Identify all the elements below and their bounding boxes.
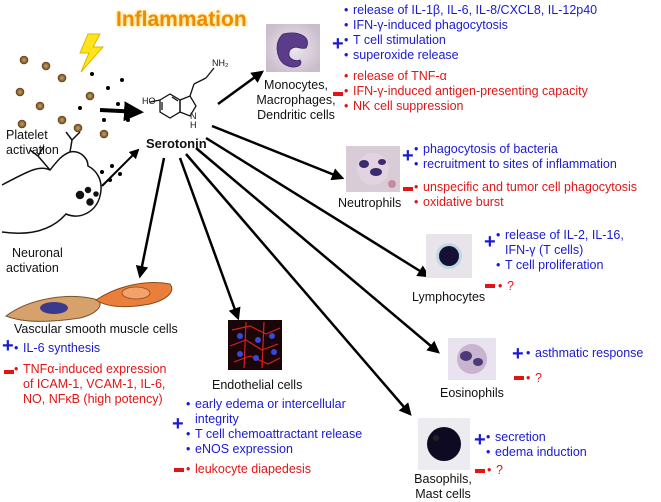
lymphocytes-negative: •? xyxy=(498,279,514,293)
vsmc-plus: + xyxy=(2,335,14,357)
neuronal-label: Neuronal activation xyxy=(6,246,63,275)
neutrophils-minus xyxy=(403,187,413,191)
vsmc-label: Vascular smooth muscle cells xyxy=(14,322,178,336)
molecule-nh2-label: NH₂ xyxy=(212,58,229,68)
molecule-oh-label: HO xyxy=(142,96,156,106)
basophils-label: Basophils, Mast cells xyxy=(414,472,472,501)
list-item: •release of IL-1β, IL-6, IL-8/CXCL8, IL-… xyxy=(344,3,598,17)
basophil-image xyxy=(418,418,470,470)
basophils-positive-list: •secretion •edema induction xyxy=(486,430,587,460)
eosinophils-positive: •asthmatic response xyxy=(526,346,644,360)
lymphocytes-positive-list: •release of IL-2, IL-16, IFN-γ (T cells)… xyxy=(496,228,624,272)
platelet-label: Platelet activation xyxy=(6,128,59,157)
vsmc-minus xyxy=(4,370,14,374)
list-item: •recruitment to sites of inflammation xyxy=(414,157,617,171)
list-item: •phagocytosis of bacteria xyxy=(414,142,558,156)
platelet-icon xyxy=(15,55,130,139)
list-item: •IFN-γ-induced phagocytosis xyxy=(344,18,508,32)
lightning-icon xyxy=(79,33,105,73)
basophils-negative: •? xyxy=(487,463,503,477)
eosinophils-plus: + xyxy=(512,343,524,365)
neutrophils-negative-list: •unspecific and tumor cell phagocytosis … xyxy=(414,180,637,210)
list-item: •oxidative burst xyxy=(414,195,504,209)
list-item: •superoxide release xyxy=(344,48,459,62)
endothelial-positive: •early edema or intercellular integrity … xyxy=(186,397,363,456)
lymphocytes-label: Lymphocytes xyxy=(412,290,486,304)
monocytes-minus xyxy=(333,92,343,96)
endothelial-label: Endothelial cells xyxy=(212,378,303,392)
eosinophils-label: Eosinophils xyxy=(440,386,504,400)
vsmc-positive: •IL-6 synthesis xyxy=(14,341,101,355)
vsmc-negative: •TNFα-induced expression of ICAM-1, VCAM… xyxy=(14,362,167,406)
diagram-title: Inflammation xyxy=(116,8,247,31)
neutrophils-label: Neutrophils xyxy=(338,196,402,210)
endothelial-minus xyxy=(174,468,184,472)
list-item: •unspecific and tumor cell phagocytosis xyxy=(414,180,638,194)
endothelial-plus: + xyxy=(172,413,184,435)
monocytes-positive-list: •release of IL-1β, IL-6, IL-8/CXCL8, IL-… xyxy=(344,3,597,63)
monocytes-negative-list: •release of TNF-α •IFN-γ-induced antigen… xyxy=(344,69,588,114)
monocytes-plus: + xyxy=(332,33,344,55)
endothelial-negative: •leukocyte diapedesis xyxy=(186,462,312,476)
lymphocytes-minus xyxy=(485,284,495,288)
basophils-plus: + xyxy=(474,429,486,451)
eosinophils-negative: •? xyxy=(526,371,542,385)
eosinophils-minus xyxy=(514,376,524,380)
neutrophils-positive-list: •phagocytosis of bacteria •recruitment t… xyxy=(414,142,617,172)
monocytes-label: Monocytes, Macrophages, Dendritic cells xyxy=(256,78,336,122)
basophils-minus xyxy=(475,469,485,473)
list-item: •edema induction xyxy=(486,445,587,459)
eosinophil-image xyxy=(448,338,496,380)
serotonin-molecule-icon xyxy=(149,67,215,119)
lymphocyte-image xyxy=(426,234,472,278)
list-item: •T cell stimulation xyxy=(344,33,446,47)
vsmc-image xyxy=(4,282,173,322)
neutrophil-image xyxy=(346,146,400,192)
monocyte-image xyxy=(266,24,320,72)
neutrophils-plus: + xyxy=(402,145,414,167)
serotonin-label: Serotonin xyxy=(146,136,207,151)
list-item: •secretion xyxy=(486,430,546,444)
list-item: •release of TNF-α xyxy=(344,69,447,83)
neuron-icon xyxy=(1,131,102,234)
endothelial-image xyxy=(228,320,282,370)
list-item: •NK cell suppression xyxy=(344,99,464,113)
list-item: •IFN-γ-induced antigen-presenting capaci… xyxy=(344,84,588,98)
lymphocytes-plus: + xyxy=(484,231,496,253)
